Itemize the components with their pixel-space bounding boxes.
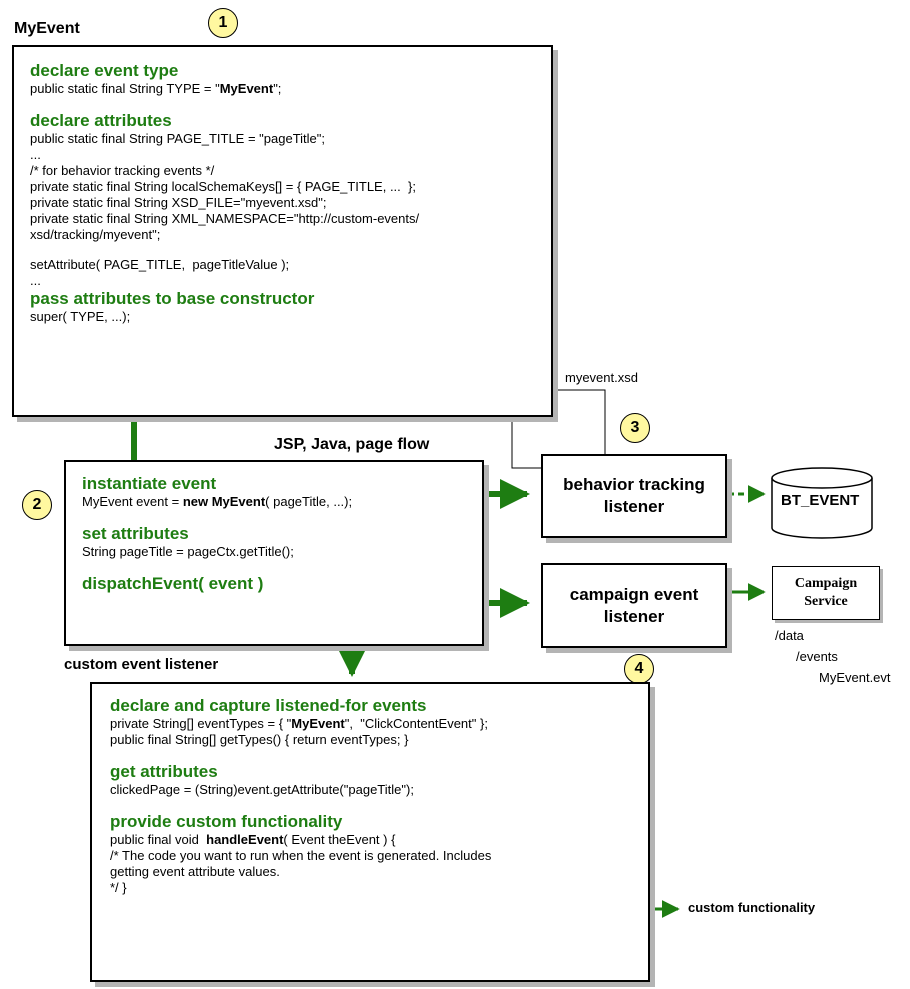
badge-1: 1 <box>208 8 238 38</box>
bt-event-database-icon <box>771 467 873 539</box>
code-page-title: String pageTitle = pageCtx.getTitle(); <box>82 544 294 559</box>
code-comment-run: /* The code you want to run when the eve… <box>110 848 492 863</box>
title-myevent: MyEvent <box>14 20 80 37</box>
custom-listener-box: declare and capture listened-for events … <box>90 682 650 982</box>
badge-2: 2 <box>22 490 52 520</box>
heading-declare-capture: declare and capture listened-for events <box>110 696 427 715</box>
bt-event-label: BT_EVENT <box>781 492 860 509</box>
behavior-tracking-listener: behavior tracking listener <box>541 454 727 538</box>
heading-custom-functionality: provide custom functionality <box>110 812 343 831</box>
myevent-class-box: declare event type public static final S… <box>12 45 553 417</box>
code-get-types: public final String[] getTypes() { retur… <box>110 732 409 747</box>
code-comment-values: getting event attribute values. <box>110 864 280 879</box>
custom-listener-label: custom event listener <box>64 656 219 673</box>
code-xsd-file: private static final String XSD_FILE="my… <box>30 195 327 210</box>
heading-dispatch-event: dispatchEvent( event ) <box>82 574 264 593</box>
dispatch-box: instantiate event MyEvent event = new My… <box>64 460 484 646</box>
path-events: /events <box>796 649 838 664</box>
jsp-label: JSP, Java, page flow <box>274 436 430 453</box>
code-xml-namespace-cont: xsd/tracking/myevent"; <box>30 227 161 242</box>
code-handle-event: public final void handleEvent( Event the… <box>110 832 396 847</box>
code-super-call: super( TYPE, ...); <box>30 309 131 324</box>
code-event-types: private String[] eventTypes = { "MyEvent… <box>110 716 488 731</box>
code-type-declaration: public static final String TYPE = "MyEve… <box>30 81 282 96</box>
campaign-service-box: Campaign Service <box>772 566 880 620</box>
path-data: /data <box>775 628 804 643</box>
code-clicked-page: clickedPage = (String)event.getAttribute… <box>110 782 414 797</box>
code-ellipsis: ... <box>30 147 41 162</box>
xsd-line-2 <box>552 389 606 456</box>
heading-instantiate-event: instantiate event <box>82 474 217 493</box>
code-set-attribute: setAttribute( PAGE_TITLE, pageTitleValue… <box>30 257 290 272</box>
path-file: MyEvent.evt <box>819 670 891 685</box>
code-comment-behavior: /* for behavior tracking events */ <box>30 163 215 178</box>
code-page-title-constant: public static final String PAGE_TITLE = … <box>30 131 326 146</box>
heading-declare-event-type: declare event type <box>30 61 179 80</box>
heading-get-attributes: get attributes <box>110 762 218 781</box>
heading-declare-attributes: declare attributes <box>30 111 172 130</box>
heading-set-attributes: set attributes <box>82 524 189 543</box>
code-close-brace: */ } <box>110 880 127 895</box>
badge-4: 4 <box>624 654 654 684</box>
xsd-label: myevent.xsd <box>565 370 638 385</box>
badge-3: 3 <box>620 413 650 443</box>
code-xml-namespace: private static final String XML_NAMESPAC… <box>30 211 420 226</box>
code-new-event: MyEvent event = new MyEvent( pageTitle, … <box>82 494 353 509</box>
heading-pass-attributes: pass attributes to base constructor <box>30 289 315 308</box>
xsd-line-1 <box>511 416 541 469</box>
code-ellipsis-2: ... <box>30 273 41 288</box>
campaign-event-listener: campaign event listener <box>541 563 727 648</box>
custom-functionality-label: custom functionality <box>688 900 816 915</box>
code-schema-keys: private static final String localSchemaK… <box>30 179 416 194</box>
